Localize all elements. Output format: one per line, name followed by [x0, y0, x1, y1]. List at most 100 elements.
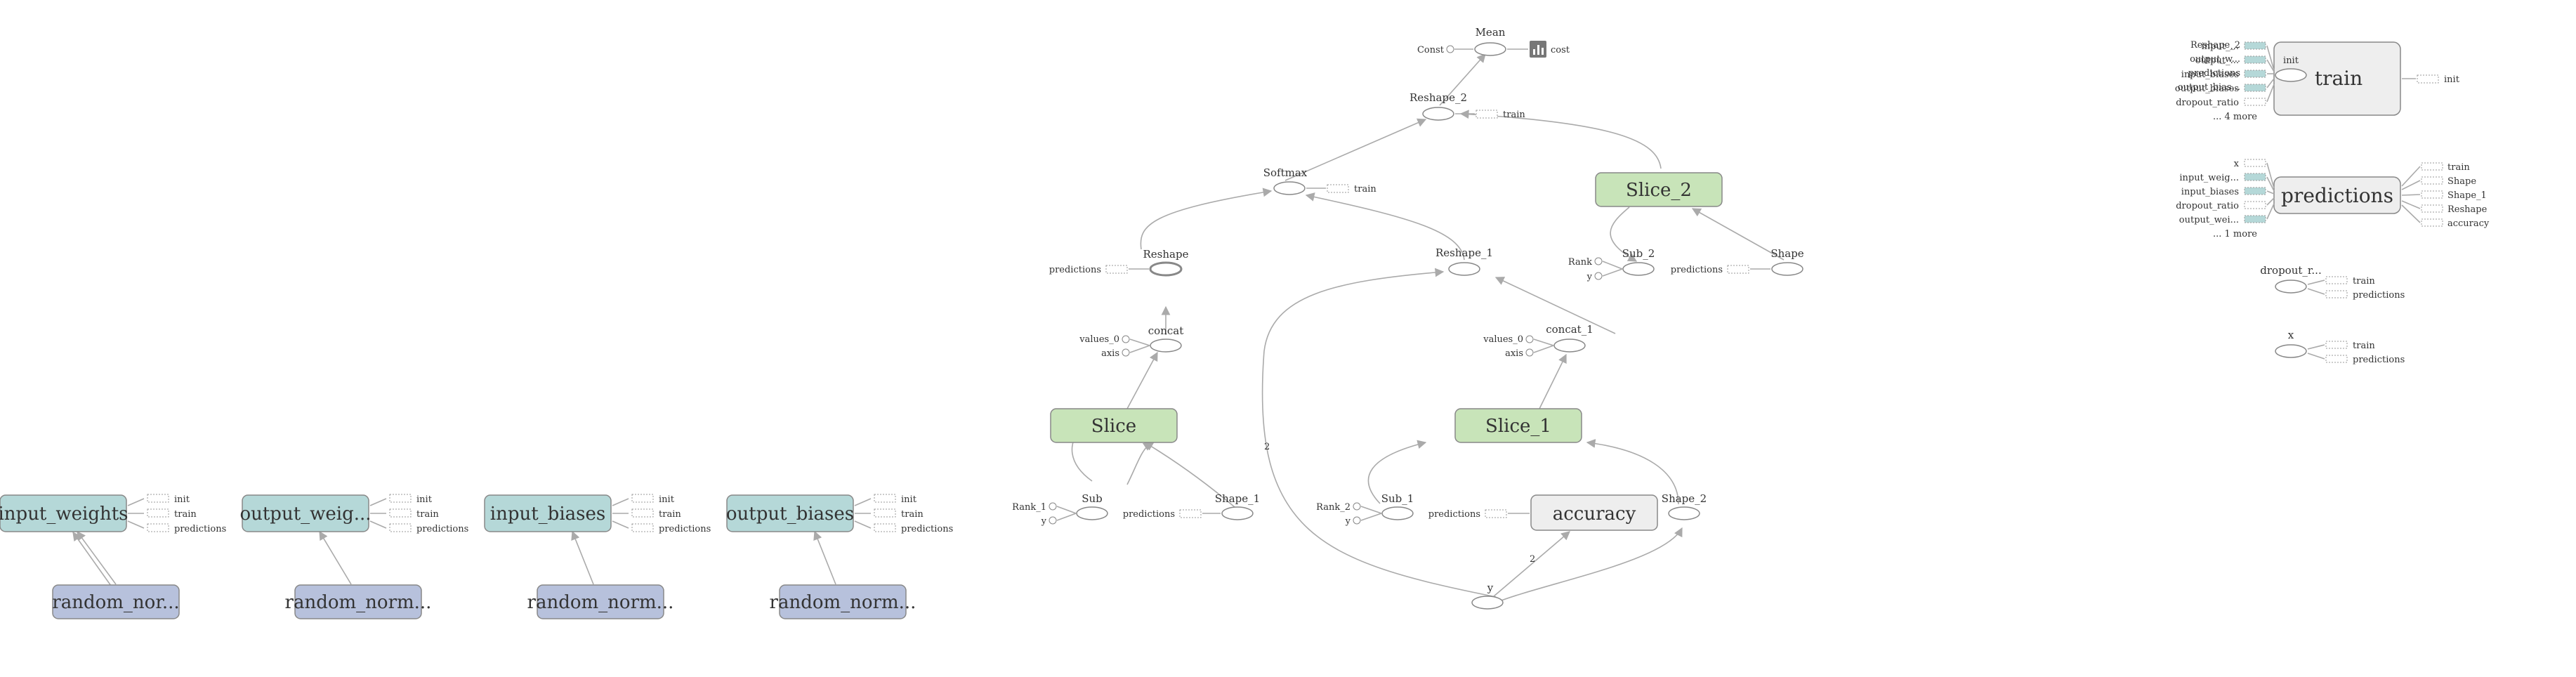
mean-label: Mean [1476, 26, 1506, 39]
mean-const-label: Const [1417, 45, 1445, 55]
x-node[interactable] [2275, 344, 2307, 358]
accuracy-node[interactable] [1530, 494, 1658, 531]
slice-1-node[interactable] [1454, 408, 1582, 443]
variable-node-input-biases[interactable] [484, 494, 612, 532]
predictions-output-label: train [2447, 162, 2470, 173]
reshape-2-output-label: train [1503, 110, 1525, 120]
concat-1-input-label: values_0 [1483, 334, 1523, 345]
variable-label: input_weights [0, 504, 129, 525]
concat-1-node[interactable] [1553, 338, 1586, 353]
link-label: predictions [174, 524, 226, 534]
edge-label: 2 [1264, 442, 1270, 452]
init-op-label: random_nor... [52, 592, 179, 613]
link-label: init [901, 494, 917, 505]
dropout-ratio-output-label: predictions [2353, 290, 2405, 301]
predictions-input-label: input_biases [2181, 187, 2239, 197]
dropout-ratio-group: dropout_r... train predictions [2260, 264, 2405, 301]
predictions-group: predictions x input_weig... input_biases… [2176, 159, 2490, 239]
shape-input-label: predictions [1671, 265, 1723, 275]
shape-label: Shape [1770, 247, 1803, 260]
predictions-output-label: Shape_1 [2447, 190, 2487, 201]
reshape-label: Reshape [1143, 248, 1189, 261]
softmax-node[interactable] [1273, 181, 1306, 195]
y-label: y [1487, 581, 1494, 594]
variable-group-output-weights: output_weig... random_norm... init train… [239, 494, 468, 619]
train-input-label: output_biases [2175, 84, 2239, 94]
accuracy-input-label: predictions [1428, 509, 1480, 520]
train-input-more-label: ... 4 more [2213, 112, 2257, 122]
reshape-input-label: predictions [1049, 265, 1101, 275]
concat-node[interactable] [1150, 338, 1182, 353]
init-op-node[interactable] [294, 584, 422, 619]
reshape-node[interactable] [1149, 261, 1183, 277]
slice-1-label: Slice_1 [1485, 416, 1551, 437]
y-node[interactable] [1471, 596, 1504, 610]
shape-2-label: Shape_2 [1662, 492, 1707, 505]
variable-group-input-biases: input_biases random_norm... init train p… [484, 494, 711, 619]
predictions-node[interactable] [2273, 176, 2401, 214]
mean-node[interactable] [1474, 42, 1506, 56]
predictions-input-label: dropout_ratio [2176, 201, 2239, 211]
variable-label: input_biases [490, 504, 605, 525]
predictions-output-label: Shape [2447, 176, 2476, 187]
link-label: predictions [416, 524, 468, 534]
train-input-label: output_... [2195, 55, 2239, 66]
slice-2-node[interactable] [1595, 172, 1723, 207]
sub-input-label: Rank_1 [1012, 502, 1046, 513]
sub-1-input-label: Rank_2 [1316, 502, 1351, 513]
shape-1-node[interactable] [1221, 506, 1254, 520]
reshape-1-label: Reshape_1 [1435, 247, 1493, 259]
init-node[interactable] [2275, 68, 2307, 82]
sub-2-input-label: Rank [1568, 257, 1592, 268]
sub-input-label: y [1041, 516, 1047, 527]
init-op-node[interactable] [779, 584, 907, 619]
train-group: train init init input_... Reshape_2 outp… [2175, 40, 2460, 122]
dropout-ratio-node[interactable] [2275, 280, 2307, 294]
sub-node[interactable] [1076, 506, 1108, 520]
sub-2-input-label: y [1586, 272, 1593, 282]
slice-node[interactable] [1050, 408, 1178, 443]
variable-node-output-weights[interactable] [242, 494, 369, 532]
concat-label: concat [1148, 324, 1183, 337]
reshape-2-node[interactable] [1422, 107, 1454, 121]
link-label: predictions [901, 524, 953, 534]
init-op-label: random_norm... [527, 592, 674, 613]
softmax-output-label: train [1354, 184, 1376, 195]
mean-summary-label: cost [1551, 45, 1570, 55]
train-input-label: input_biases [2181, 70, 2239, 80]
link-label: train [174, 509, 197, 520]
shape-1-label: Shape_1 [1215, 492, 1260, 505]
softmax-label: Softmax [1263, 166, 1308, 179]
sub-1-node[interactable] [1381, 506, 1414, 520]
sub-1-label: Sub_1 [1381, 492, 1414, 505]
shape-node[interactable] [1771, 262, 1803, 276]
link-label: init [659, 494, 675, 505]
train-input-overlap-label: Reshape_2 [2190, 40, 2240, 51]
x-label: x [2288, 329, 2294, 341]
predictions-input-label: x [2234, 159, 2240, 169]
init-op-node[interactable] [52, 584, 180, 619]
train-output-label: init [2444, 74, 2460, 85]
x-group: x train predictions [2275, 329, 2405, 365]
variable-node-output-biases[interactable] [726, 494, 854, 532]
link-label: init [174, 494, 190, 505]
variable-group-input-weights: input_weights random_nor... init train p… [0, 494, 226, 619]
link-label: init [416, 494, 433, 505]
link-label: predictions [659, 524, 711, 534]
main-graph: Slice Slice_1 Slice_2 accuracy predictio… [1012, 26, 1804, 610]
train-label: train [2315, 67, 2363, 90]
reshape-1-node[interactable] [1448, 262, 1480, 276]
sub-2-node[interactable] [1622, 262, 1655, 276]
init-op-node[interactable] [537, 584, 664, 619]
predictions-output-label: Reshape [2447, 204, 2488, 215]
shape-2-node[interactable] [1668, 506, 1700, 520]
predictions-input-label: output_wei... [2179, 215, 2239, 225]
link-label: train [416, 509, 439, 520]
variable-node-input-weights[interactable] [0, 494, 127, 532]
variable-group-output-biases: output_biases random_norm... init train … [726, 494, 953, 619]
train-input-label: input_... [2202, 41, 2239, 52]
slice-2-label: Slice_2 [1626, 180, 1692, 201]
reshape-2-label: Reshape_2 [1409, 91, 1467, 104]
train-input-label: dropout_ratio [2176, 98, 2239, 108]
